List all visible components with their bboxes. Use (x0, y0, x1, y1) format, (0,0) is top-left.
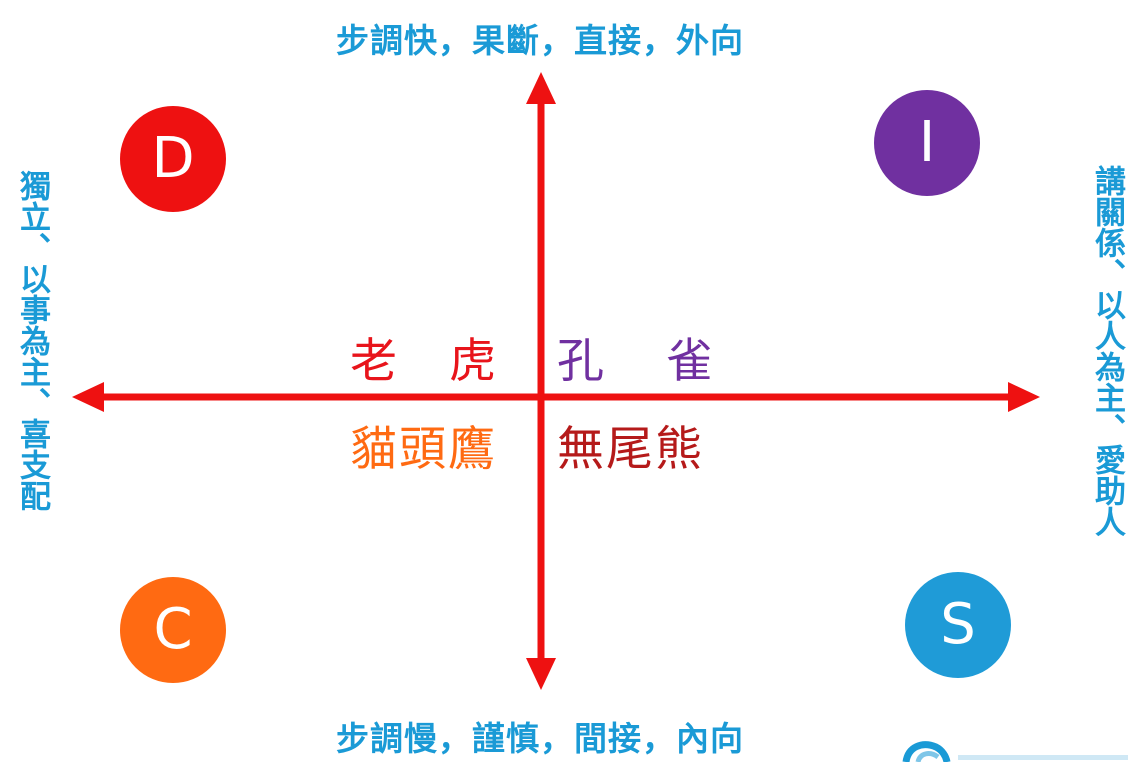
badge-d: D (120, 106, 226, 212)
right-axis-label: 講關係、以人為主、愛助人 (1089, 165, 1125, 537)
badge-s: S (905, 572, 1011, 678)
top-axis-label: 步調快，果斷，直接，外向 (336, 21, 744, 60)
axis-arrow-down (526, 658, 556, 690)
animal-koala-label: 無尾熊 (557, 422, 704, 477)
axis-arrow-left (72, 382, 104, 412)
axis-arrow-up (526, 72, 556, 104)
bottom-axis-label: 步調慢，謹慎，間接，內向 (336, 719, 744, 758)
axis-arrow-right (1008, 382, 1040, 412)
animal-peacock-label: 孔雀 (557, 334, 775, 389)
badge-i: I (874, 90, 980, 196)
badge-c: C (120, 577, 226, 683)
left-axis-label: 獨立、以事為主、喜支配 (14, 170, 50, 511)
animal-owl-label: 貓頭鷹 (350, 422, 497, 477)
animal-tiger-label: 老虎 (350, 334, 548, 389)
brand-logo-icon (902, 741, 1128, 762)
